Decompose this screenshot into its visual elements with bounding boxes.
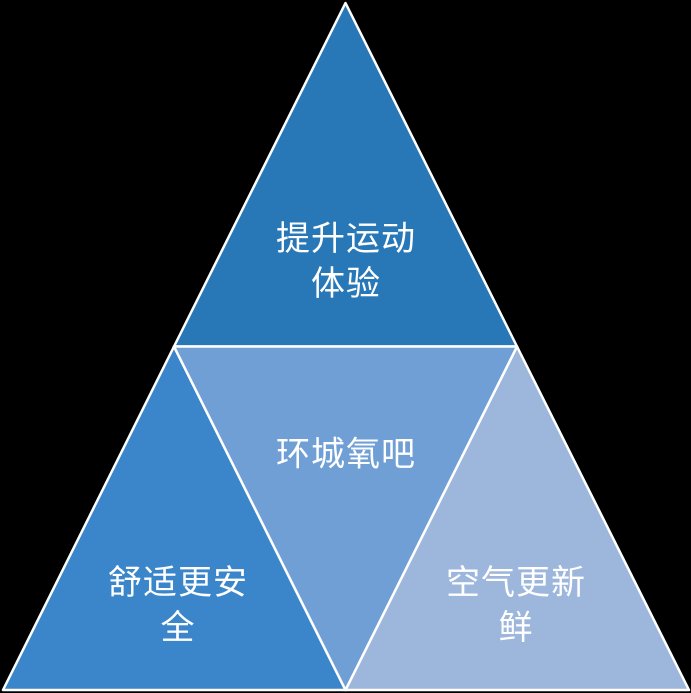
pyramid-segment-center bbox=[172, 345, 519, 692]
pyramid-segment-top bbox=[172, 1, 519, 348]
